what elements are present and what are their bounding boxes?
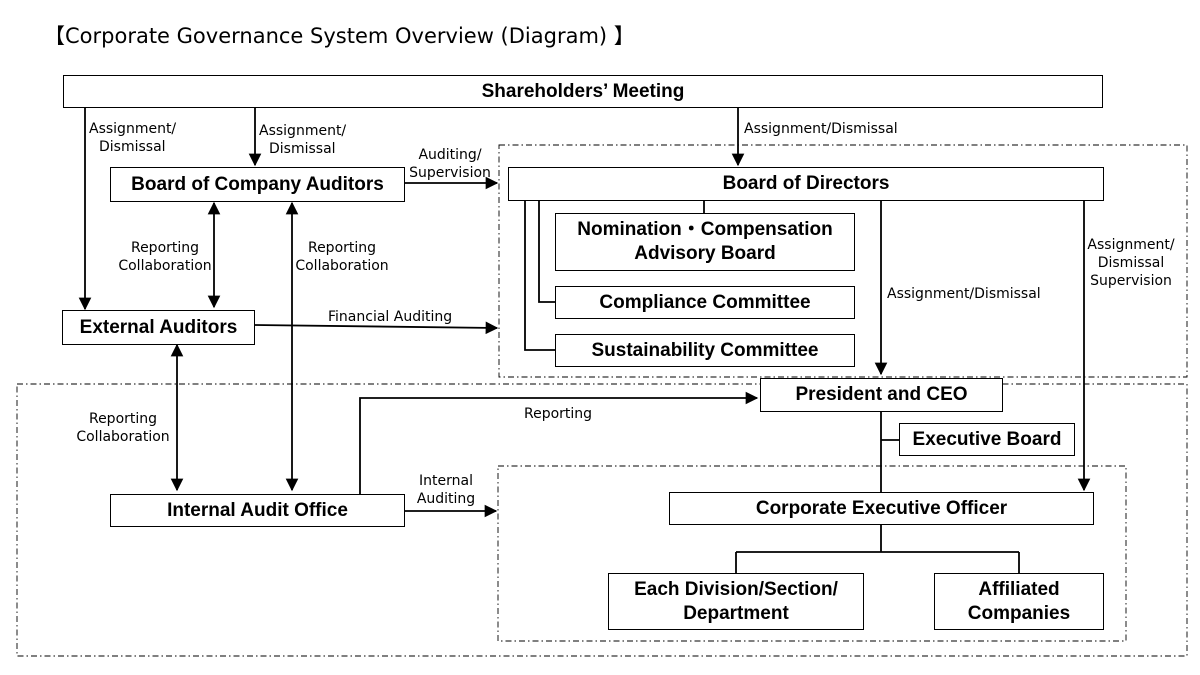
supervision-region-frame — [498, 144, 1188, 378]
edge-label-line: Collaboration — [76, 429, 170, 445]
company-auditors-label: Board of Company Auditors — [131, 173, 384, 195]
edge-label-line: Assignment/ — [259, 123, 347, 139]
corporate-executive-officer-box: Corporate Executive Officer — [669, 492, 1094, 525]
divisions-box: Each Division/Section/ Department — [608, 573, 864, 630]
edge-label-auditing-supervision: Auditing/ Supervision — [405, 146, 495, 182]
edge-label-line: Auditing/ — [418, 147, 482, 163]
edge-label-internal-auditing: Internal Auditing — [410, 472, 482, 508]
edge-label-line: Assignment/ — [1087, 237, 1175, 253]
sustainability-committee-box: Sustainability Committee — [555, 334, 855, 367]
edge-label-board-officer: Assignment/ Dismissal Supervision — [1081, 236, 1181, 290]
edge-label-shareholders-auditors: Assignment/ Dismissal — [259, 122, 346, 158]
edge-label-auditors-external: Reporting Collaboration — [115, 239, 215, 275]
external-auditors-box: External Auditors — [62, 310, 255, 345]
arrow-financial-auditing — [254, 321, 499, 335]
shareholders-meeting-label: Shareholders’ Meeting — [481, 80, 685, 102]
edge-label-line: Reporting — [130, 240, 200, 256]
edge-label-line: Supervision — [1090, 273, 1172, 289]
board-of-directors-label: Board of Directors — [722, 173, 890, 194]
arrow-internal-reporting-to-ceo — [359, 391, 759, 494]
board-of-directors-box: Board of Directors — [508, 167, 1104, 201]
external-auditors-label: External Auditors — [79, 316, 238, 338]
edge-label-line: Auditing — [416, 491, 476, 507]
affiliated-label-line1: Affiliated — [978, 578, 1060, 600]
edge-label-line: Assignment/Dismissal — [744, 121, 898, 137]
edge-label-line: Dismissal — [269, 141, 336, 157]
edge-label-line: Dismissal — [1097, 255, 1165, 271]
affiliated-label-line2: Companies — [967, 602, 1071, 624]
edge-label-line: Collaboration — [118, 258, 212, 274]
sustainability-committee-label: Sustainability Committee — [591, 339, 819, 361]
edge-label-line: Reporting — [307, 240, 377, 256]
nomination-label-line1: Nomination・Compensation — [577, 219, 833, 240]
edge-label-line: Reporting — [88, 411, 158, 427]
edge-label-financial-auditing: Financial Auditing — [328, 308, 452, 326]
edge-label-line: Internal — [419, 473, 473, 489]
executive-board-label: Executive Board — [912, 428, 1062, 450]
line-board-to-sustainability — [524, 201, 555, 351]
edge-label-line: Assignment/Dismissal — [887, 286, 1041, 302]
edge-label-line: Collaboration — [295, 258, 389, 274]
internal-audit-office-label: Internal Audit Office — [167, 499, 348, 521]
page-title: 【Corporate Governance System Overview (D… — [44, 24, 635, 48]
company-auditors-box: Board of Company Auditors — [110, 167, 405, 202]
edge-label-line: Financial Auditing — [328, 309, 453, 325]
execution-region-frame — [16, 383, 1188, 657]
edge-label-line: Reporting — [524, 406, 593, 422]
edge-label-shareholders-external: Assignment/ Dismissal — [89, 120, 176, 156]
edge-label-line: Dismissal — [99, 139, 166, 155]
president-ceo-label: President and CEO — [795, 384, 968, 405]
edge-label-line: Assignment/ — [89, 121, 177, 137]
president-ceo-box: President and CEO — [760, 378, 1003, 412]
edge-label-board-ceo: Assignment/Dismissal — [887, 285, 1041, 303]
edge-label-external-internal: Reporting Collaboration — [71, 410, 175, 446]
divisions-label-line2: Department — [683, 602, 789, 624]
compliance-committee-label: Compliance Committee — [599, 291, 811, 313]
divisions-label-line1: Each Division/Section/ — [634, 578, 838, 600]
edge-label-line: Supervision — [409, 165, 491, 181]
affiliated-companies-box: Affiliated Companies — [934, 573, 1104, 630]
executive-board-box: Executive Board — [899, 423, 1075, 456]
nomination-label-line2: Advisory Board — [634, 243, 776, 264]
nomination-compensation-box: Nomination・Compensation Advisory Board — [555, 213, 855, 271]
compliance-committee-box: Compliance Committee — [555, 286, 855, 319]
edge-label-internal-reporting: Reporting — [524, 405, 592, 423]
corporate-executive-officer-label: Corporate Executive Officer — [755, 497, 1008, 519]
edge-label-shareholders-board: Assignment/Dismissal — [744, 120, 898, 138]
operations-region-frame — [497, 465, 1127, 642]
line-board-to-compliance — [538, 201, 555, 303]
shareholders-meeting-box: Shareholders’ Meeting — [63, 75, 1103, 108]
edge-label-auditors-internal: Reporting Collaboration — [293, 239, 391, 275]
internal-audit-office-box: Internal Audit Office — [110, 494, 405, 527]
